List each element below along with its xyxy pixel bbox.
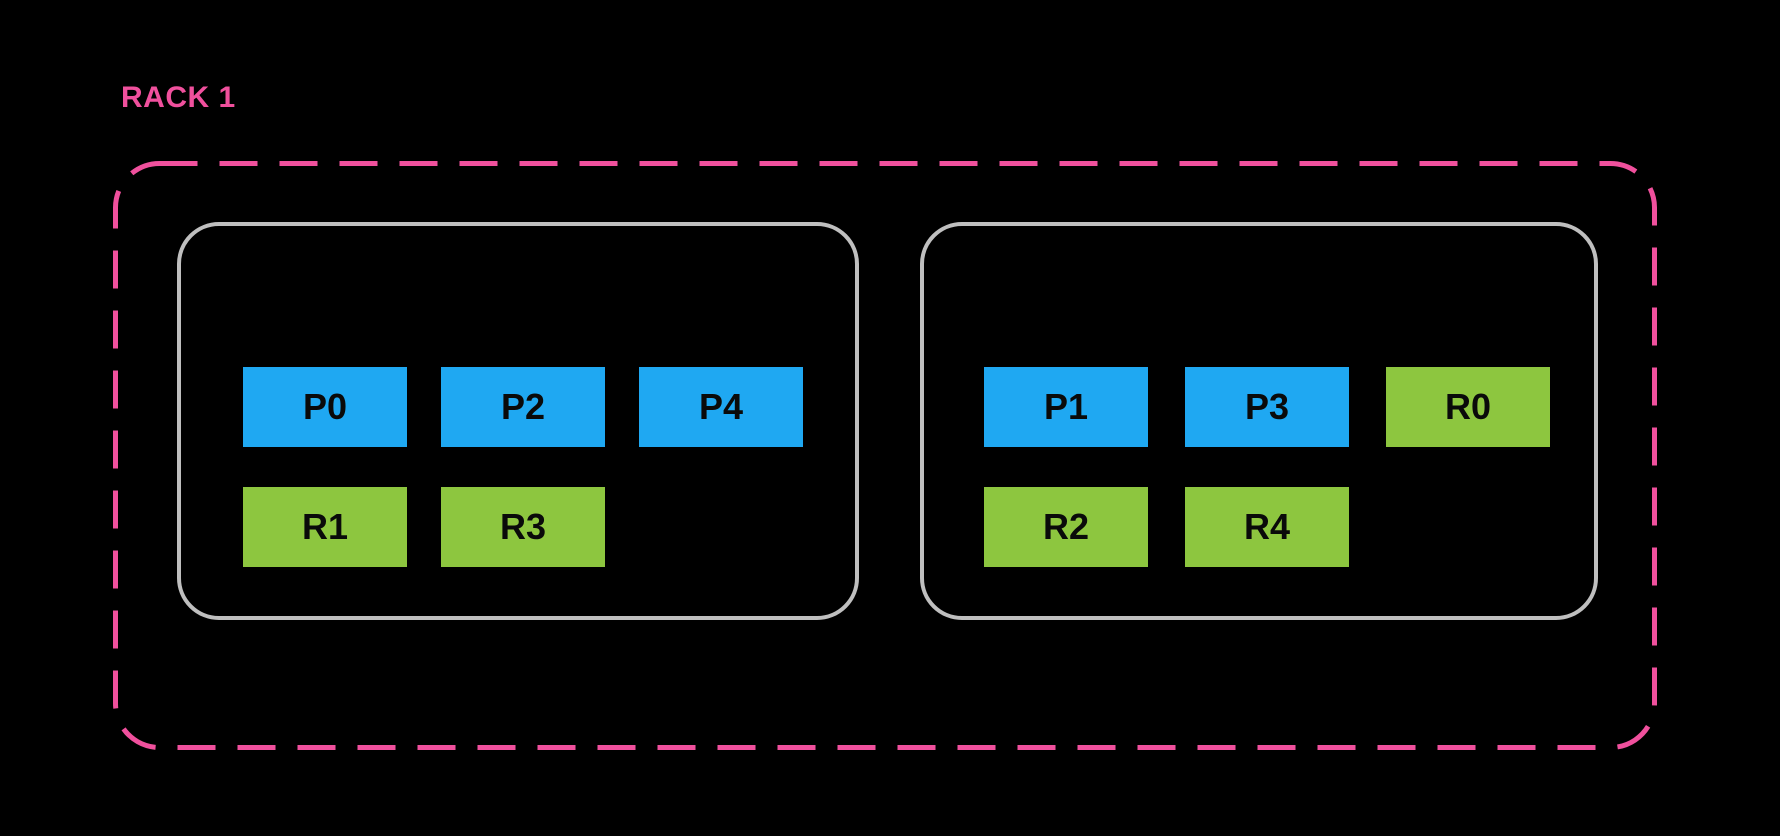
slot-p1: P1 — [984, 367, 1148, 447]
slot-r2: R2 — [984, 487, 1148, 567]
slot-r3: R3 — [441, 487, 605, 567]
rack-title: RACK 1 — [121, 81, 236, 114]
rack-dashed-boundary — [113, 161, 1657, 750]
slot-p3: P3 — [1185, 367, 1349, 447]
slot-p2: P2 — [441, 367, 605, 447]
slot-r4: R4 — [1185, 487, 1349, 567]
slot-p0: P0 — [243, 367, 407, 447]
slot-r0: R0 — [1386, 367, 1550, 447]
slot-p4: P4 — [639, 367, 803, 447]
slot-r1: R1 — [243, 487, 407, 567]
node-container-left: P0 P2 P4 R1 R3 — [177, 222, 859, 620]
node-container-right: P1 P3 R0 R2 R4 — [920, 222, 1598, 620]
